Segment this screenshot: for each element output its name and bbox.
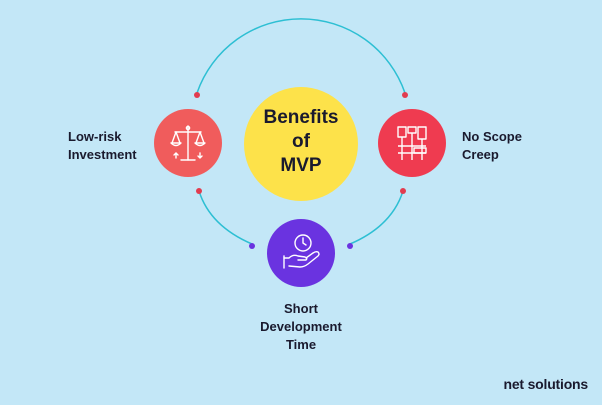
right-node-label-line2: Creep — [462, 147, 499, 162]
bottom-node-circle — [267, 219, 335, 287]
right-node-label-line1: No Scope — [462, 129, 522, 144]
center-title: Benefits of MVP — [250, 106, 352, 178]
connector-right-arc — [349, 190, 404, 245]
connector-top-arc — [196, 18, 406, 94]
node-short-development-time — [267, 219, 335, 287]
node-no-scope-creep — [378, 109, 446, 177]
connector-dot — [402, 92, 408, 98]
connector-left-arc — [198, 190, 253, 245]
connector-dot — [249, 243, 255, 249]
bottom-node-label-line3: Time — [285, 337, 317, 352]
right-node-label: No Scope Creep — [462, 128, 522, 164]
bottom-node-label-line1: Short — [284, 301, 318, 316]
connector-dot — [196, 188, 202, 194]
left-node-label: Low-risk Investment — [68, 128, 137, 164]
center-title-line2: of — [292, 131, 310, 152]
center-circle — [244, 87, 358, 201]
scales-icon — [170, 125, 206, 161]
clock-hand-icon — [283, 234, 320, 269]
bottom-node-label: Short Development Time — [251, 300, 351, 354]
brand-logo: net solutions — [503, 376, 588, 392]
center-title-line1: Benefits — [263, 107, 339, 128]
bottom-node-label-line2: Development — [260, 319, 342, 334]
center-title-line3: MVP — [280, 155, 322, 176]
connector-dot — [194, 92, 200, 98]
left-node-label-line2: Investment — [68, 147, 137, 162]
left-node-label-line1: Low-risk — [68, 129, 122, 144]
node-low-risk-investment — [154, 109, 222, 177]
connector-dot — [400, 188, 406, 194]
scope-grid-icon — [397, 126, 427, 160]
connector-dot — [347, 243, 353, 249]
